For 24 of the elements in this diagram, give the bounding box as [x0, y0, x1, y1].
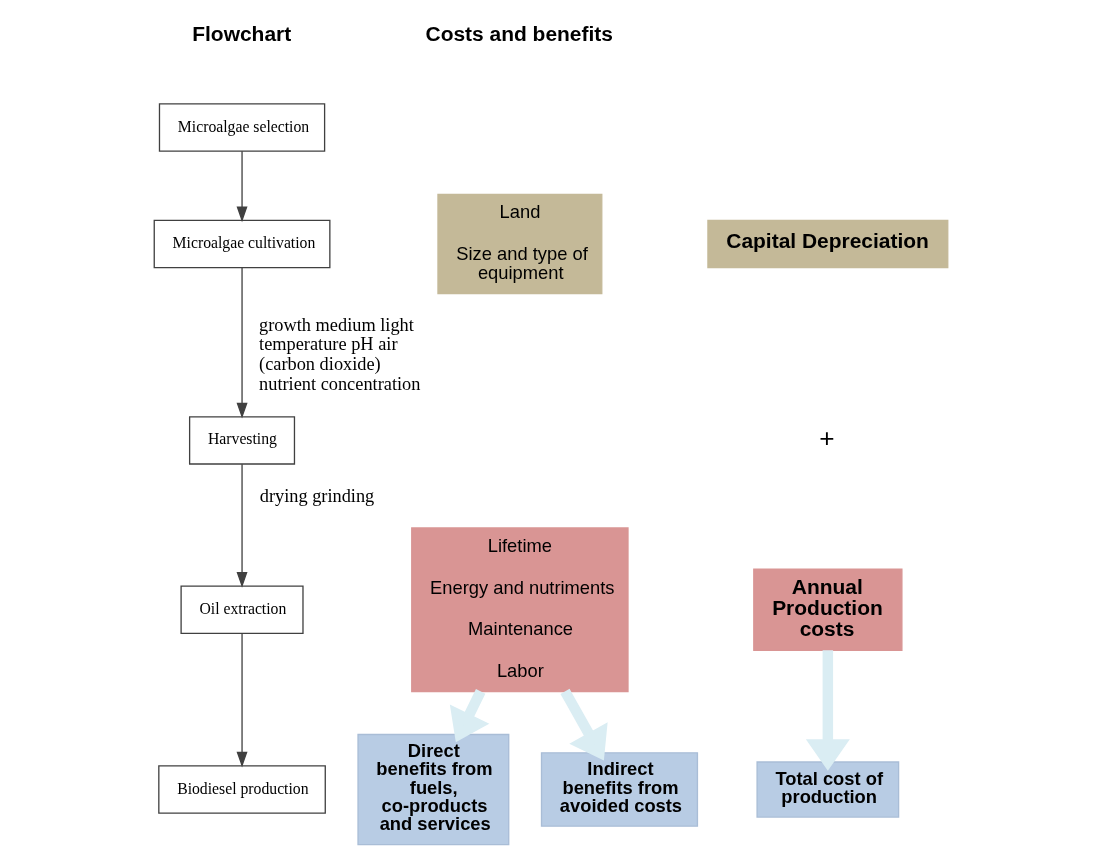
node-box: Microalgae cultivation — [153, 219, 330, 269]
node-box: Biodiesel production — [157, 765, 326, 814]
node-box: Indirect benefits from avoided costs — [540, 752, 698, 827]
node-box: Harvesting — [188, 416, 295, 465]
node-box: Capital Depreciation — [706, 219, 948, 269]
arrow — [236, 632, 248, 768]
edge-label: drying grinding — [259, 485, 374, 506]
label: + — [818, 422, 835, 453]
label: Costs and benefits — [425, 21, 613, 45]
arrow — [236, 267, 248, 419]
node-box: Lifetime Energy and nutriments Maintenance Labor — [410, 527, 629, 693]
arrow — [805, 650, 850, 771]
edge-label: growth medium light temperature pH air (carbon dioxide) nutrient concentration — [258, 314, 420, 394]
label: Flowchart — [191, 21, 291, 45]
node-box: Annual Production costs — [752, 568, 903, 651]
node-box: Microalgae selection — [158, 103, 325, 152]
node-box: Land Size and type of equipment — [436, 193, 602, 295]
arrow — [559, 688, 608, 761]
arrow — [236, 150, 248, 223]
node-box: Total cost of production — [755, 761, 899, 818]
arrow — [236, 463, 248, 588]
node-box: Oil extraction — [179, 585, 304, 634]
node-box: Direct benefits from fuels, co-products and services — [356, 733, 509, 846]
arrow — [449, 689, 489, 743]
